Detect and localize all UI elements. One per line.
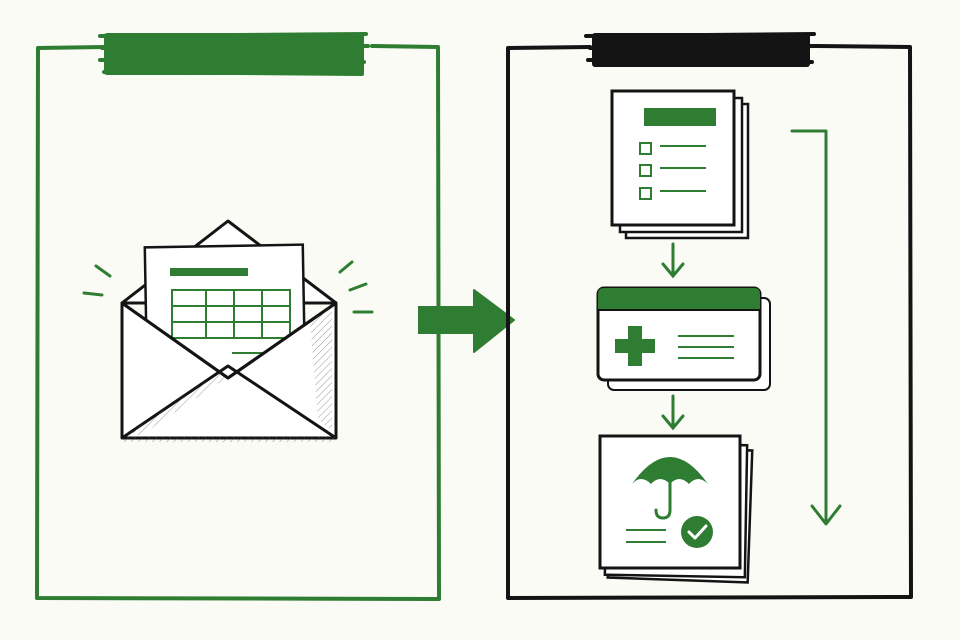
down-arrow-icon — [661, 394, 685, 431]
envelope-sparkle-left — [82, 264, 112, 297]
left-panel — [35, 32, 441, 601]
left-panel-frame — [35, 44, 441, 601]
right-panel-title-bar — [584, 32, 818, 67]
right-panel-frame — [506, 44, 913, 600]
envelope-icon — [82, 219, 374, 442]
umbrella-icon — [632, 457, 708, 520]
right-panel — [506, 32, 913, 600]
process-flow-arrow — [790, 129, 842, 526]
insurance-policy-icon — [598, 434, 754, 584]
checkmark-badge-icon — [681, 516, 713, 548]
medical-cross-icon — [615, 326, 655, 366]
right-arrow-icon — [418, 289, 515, 353]
left-panel-title-bar — [98, 32, 370, 76]
down-arrow-icon — [661, 242, 685, 279]
checklist-document-icon — [610, 89, 750, 240]
envelope-sparkle-right — [338, 260, 374, 314]
health-card-icon — [596, 286, 771, 391]
